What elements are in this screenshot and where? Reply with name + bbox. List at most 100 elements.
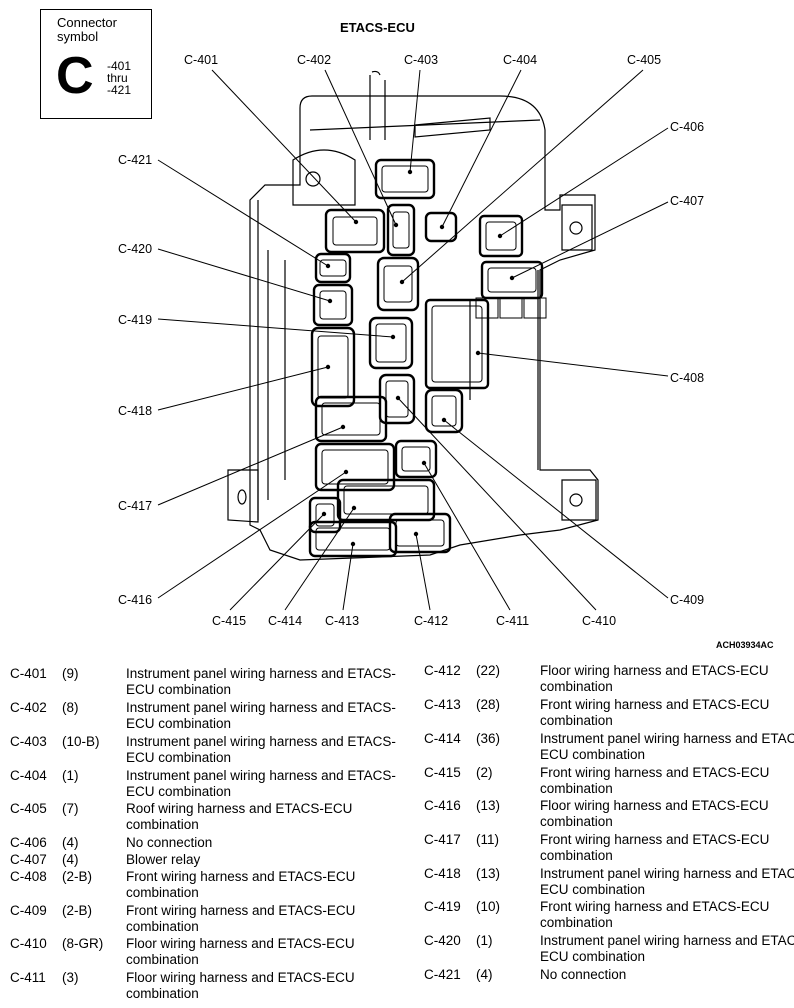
connector-desc: Floor wiring harness and ETACS-ECU combi… [126,970,355,1001]
symbol-range-line3: -421 [107,83,132,97]
connector-id: C-408 [10,869,47,884]
label-c404: C-404 [503,53,537,67]
connector-pins: (4) [62,852,79,867]
leader-lines [157,69,669,611]
connector-pins: (1) [62,768,79,783]
connector-id: C-416 [424,798,461,813]
label-c406: C-406 [670,120,704,134]
connector-list-right: C-412 (22) Floor wiring harness and ETACS-… [424,663,794,1003]
connector-id: C-411 [10,970,46,985]
label-c421: C-421 [118,153,152,167]
label-c402: C-402 [297,53,331,67]
connector-desc: Floor wiring harness and ETACS-ECU combi… [540,798,769,829]
connector-id: C-418 [424,866,461,881]
label-c411: C-411 [496,614,529,628]
connector-id: C-415 [424,765,461,780]
label-c410: C-410 [582,614,616,628]
connector-desc: No connection [540,967,627,982]
connector-pins: (10) [476,899,501,914]
connector-id: C-405 [10,801,47,816]
connector-id: C-401 [10,666,47,681]
symbol-range-line1: -401 [107,59,132,73]
connector-pins: (8) [62,700,79,715]
connector-list-left: C-401 (9) Instrument panel wiring harness … [10,666,410,1006]
connector-dots [321,169,515,547]
connector-desc: No connection [126,835,213,850]
connector-pins: (3) [62,970,79,985]
connector-desc: Instrument panel wiring harness and ETAC… [126,700,396,731]
connector-pins: (7) [62,801,79,816]
connector-desc: Instrument panel wiring harness and ETAC… [540,866,794,897]
label-c420: C-420 [118,242,152,256]
label-c405: C-405 [627,53,661,67]
figure-code: ACH03934AC [716,640,774,650]
connector-id: C-402 [10,700,47,715]
connector-symbol-title: Connector symbol [57,16,117,44]
connector-desc: Front wiring harness and ETACS-ECU combi… [540,697,770,728]
connector-pins: (9) [62,666,79,681]
connector-pins: (4) [476,967,493,982]
label-c415: C-415 [212,614,246,628]
connector-pins: (36) [476,731,501,746]
connector-id: C-414 [424,731,461,746]
connector-id: C-421 [424,967,461,982]
connector-pins: (8-GR) [62,936,104,951]
connector-desc: Front wiring harness and ETACS-ECU combi… [540,765,770,796]
connector-desc: Roof wiring harness and ETACS-ECU combin… [126,801,353,832]
label-c419: C-419 [118,313,152,327]
label-c418: C-418 [118,404,152,418]
connector-pins: (22) [476,663,501,678]
connector-desc: Floor wiring harness and ETACS-ECU combi… [126,936,355,967]
connector-pins: (13) [476,798,501,813]
connector-desc: Front wiring harness and ETACS-ECU combi… [126,903,356,934]
label-c412: C-412 [414,614,448,628]
connector-desc: Blower relay [126,852,201,867]
label-c413: C-413 [325,614,359,628]
label-c409: C-409 [670,593,704,607]
connector-id: C-419 [424,899,461,914]
connector-desc: Front wiring harness and ETACS-ECU combi… [540,832,770,863]
connector-pins: (10-B) [62,734,100,749]
symbol-title-line2: symbol [57,29,99,44]
symbol-title-line1: Connector [57,15,117,30]
connector-symbol-box: Connector symbol C -401 thru -421 [40,9,152,119]
connector-id: C-412 [424,663,461,678]
connector-id: C-409 [10,903,47,918]
connector-id: C-413 [424,697,461,712]
label-c416: C-416 [118,593,152,607]
connector-id: C-404 [10,768,47,783]
label-c408: C-408 [670,371,704,385]
connector-desc: Floor wiring harness and ETACS-ECU combi… [540,663,769,694]
diagram-title: ETACS-ECU [340,20,415,35]
connector-desc: Instrument panel wiring harness and ETAC… [540,731,794,762]
connector-desc: Instrument panel wiring harness and ETAC… [126,768,396,799]
connector-symbol-range: -401 thru -421 [107,60,131,96]
connector-pins: (11) [476,832,500,847]
etacs-ecu-diagram: C-401 C-402 C-403 C-404 C-405 C-406 C-40… [118,53,704,628]
connector-pins: (2) [476,765,493,780]
connector-id: C-407 [10,852,47,867]
connector-shapes [308,158,544,558]
connector-pins: (28) [476,697,501,712]
connector-pins: (2-B) [62,869,92,884]
connector-id: C-410 [10,936,47,951]
connector-labels: C-401 C-402 C-403 C-404 C-405 C-406 C-40… [118,53,704,628]
connector-id: C-403 [10,734,47,749]
connector-id: C-420 [424,933,461,948]
connector-inner-shapes [315,165,547,551]
label-c403: C-403 [404,53,438,67]
connector-pins: (4) [62,835,79,850]
connector-pins: (2-B) [62,903,92,918]
label-c407: C-407 [670,194,704,208]
label-c401: C-401 [184,53,218,67]
connector-id: C-417 [424,832,461,847]
label-c417: C-417 [118,499,152,513]
connector-id: C-406 [10,835,47,850]
connector-pins: (13) [476,866,501,881]
connector-desc: Front wiring harness and ETACS-ECU combi… [126,869,356,900]
connector-desc: Front wiring harness and ETACS-ECU combi… [540,899,770,930]
connector-desc: Instrument panel wiring harness and ETAC… [126,666,396,697]
connector-pins: (1) [476,933,493,948]
label-c414: C-414 [268,614,302,628]
symbol-range-line2: thru [107,71,128,85]
